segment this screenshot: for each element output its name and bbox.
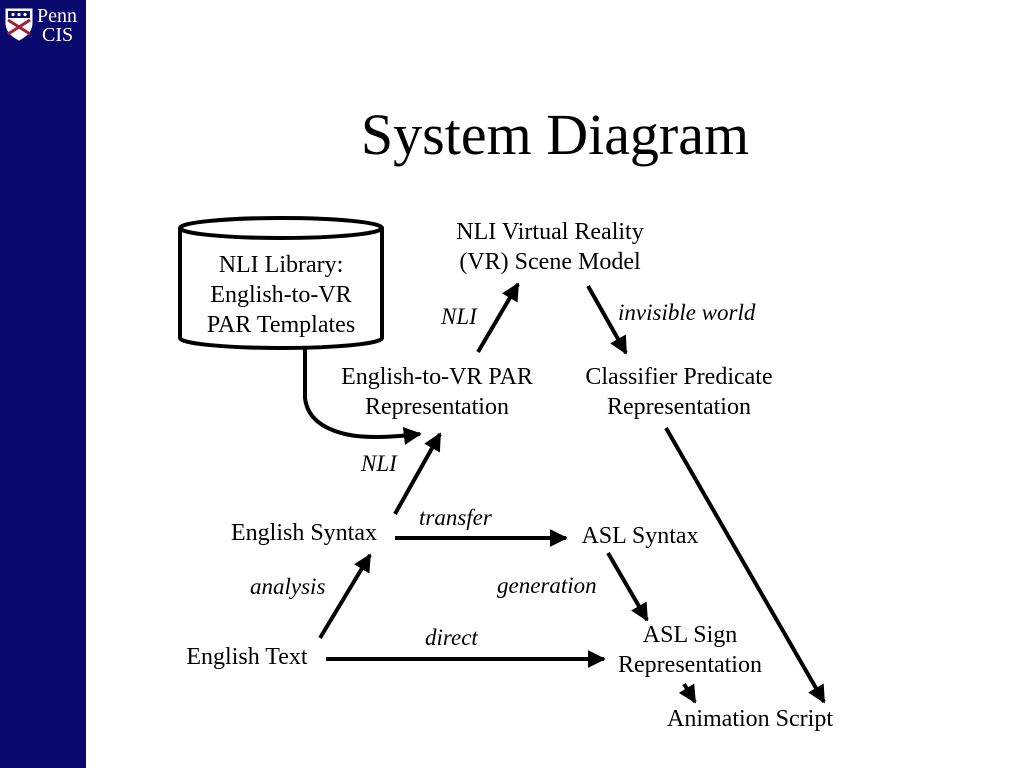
slide-title: System Diagram xyxy=(360,102,750,167)
penn-shield-icon xyxy=(5,8,33,41)
node-english-to-vr-par: English-to-VR PAR Representation xyxy=(317,362,557,422)
sidebar-band: Penn CIS xyxy=(0,0,86,768)
node-vr-scene-model: NLI Virtual Reality (VR) Scene Model xyxy=(410,217,690,277)
node-english-text: English Text xyxy=(186,644,308,670)
node-vr-scene-model-line2: (VR) Scene Model xyxy=(459,249,641,275)
node-nli-library: NLI Library: English-to-VR PAR Templates xyxy=(181,250,381,340)
node-asl-sign: ASL Sign Representation xyxy=(598,620,782,680)
edge-label-invisible-world: invisible world xyxy=(618,300,756,325)
node-english-to-vr-par-line2: Representation xyxy=(365,394,509,420)
node-classifier-predicate-line1: Classifier Predicate xyxy=(585,364,773,390)
node-vr-scene-model-line1: NLI Virtual Reality xyxy=(456,219,644,245)
arrow-generation xyxy=(606,551,649,622)
edge-label-nli-lower: NLI xyxy=(361,451,397,476)
edge-label-generation: generation xyxy=(497,573,597,598)
logo-text-penn: Penn xyxy=(37,5,77,27)
arrow-syntax-to-par xyxy=(393,432,442,515)
arrow-library-to-par xyxy=(303,346,422,445)
node-nli-library-line1: NLI Library: xyxy=(218,252,344,278)
node-english-syntax: English Syntax xyxy=(230,520,377,546)
penn-cis-logo: Penn CIS xyxy=(2,4,84,46)
arrow-sign-to-animation xyxy=(678,682,697,704)
node-classifier-predicate-line2: Representation xyxy=(607,394,751,420)
edge-label-nli-upper: NLI xyxy=(441,304,477,329)
node-asl-syntax: ASL Syntax xyxy=(581,523,699,549)
edge-label-transfer: transfer xyxy=(419,505,492,530)
node-asl-sign-line1: ASL Sign xyxy=(642,622,738,648)
arrow-analysis xyxy=(318,553,372,640)
node-asl-sign-line2: Representation xyxy=(618,652,762,678)
node-nli-library-line3: PAR Templates xyxy=(206,312,356,338)
arrow-vr-to-classifier xyxy=(586,285,628,355)
edge-label-analysis: analysis xyxy=(250,574,326,599)
database-cylinder-icon xyxy=(178,216,384,350)
arrow-classifier-to-animation xyxy=(664,427,826,704)
node-nli-library-line2: English-to-VR xyxy=(210,282,352,308)
edge-label-direct: direct xyxy=(425,625,478,650)
arrow-par-to-vr xyxy=(476,282,520,354)
node-classifier-predicate: Classifier Predicate Representation xyxy=(562,362,796,422)
node-english-to-vr-par-line1: English-to-VR PAR xyxy=(341,364,533,390)
logo-text-cis: CIS xyxy=(42,24,74,46)
node-animation-script: Animation Script xyxy=(667,706,833,732)
